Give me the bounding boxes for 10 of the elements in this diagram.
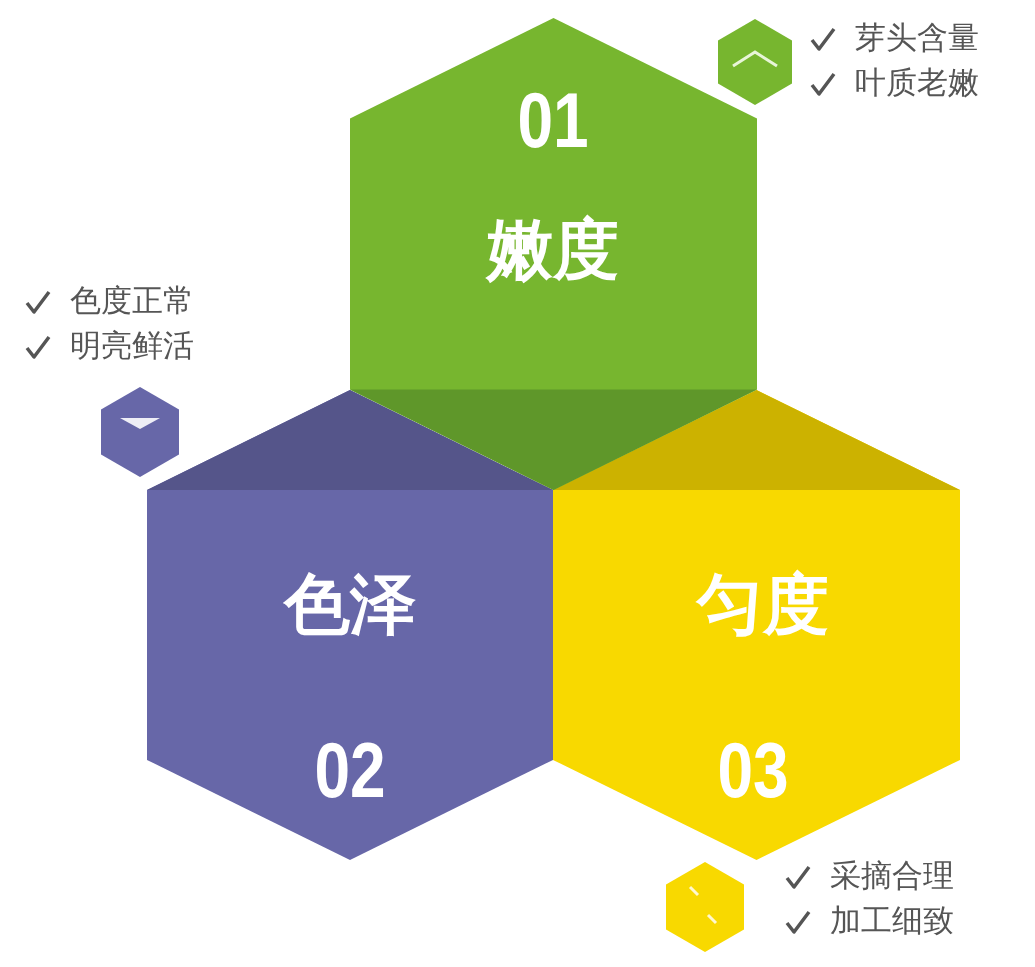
step-number: 03 (717, 731, 789, 809)
step-number: 01 (517, 81, 589, 159)
checklist-item: 加工细致 (830, 905, 954, 936)
checklist-item: 明亮鲜活 (70, 330, 194, 361)
checklist-item: 采摘合理 (830, 860, 954, 891)
step-number: 02 (314, 731, 386, 809)
checklist-item: 芽头含量 (855, 22, 979, 53)
checklist-item: 色度正常 (70, 285, 194, 316)
hexagon-title: 色泽 (284, 572, 416, 638)
checklist-item: 叶质老嫩 (855, 67, 979, 98)
